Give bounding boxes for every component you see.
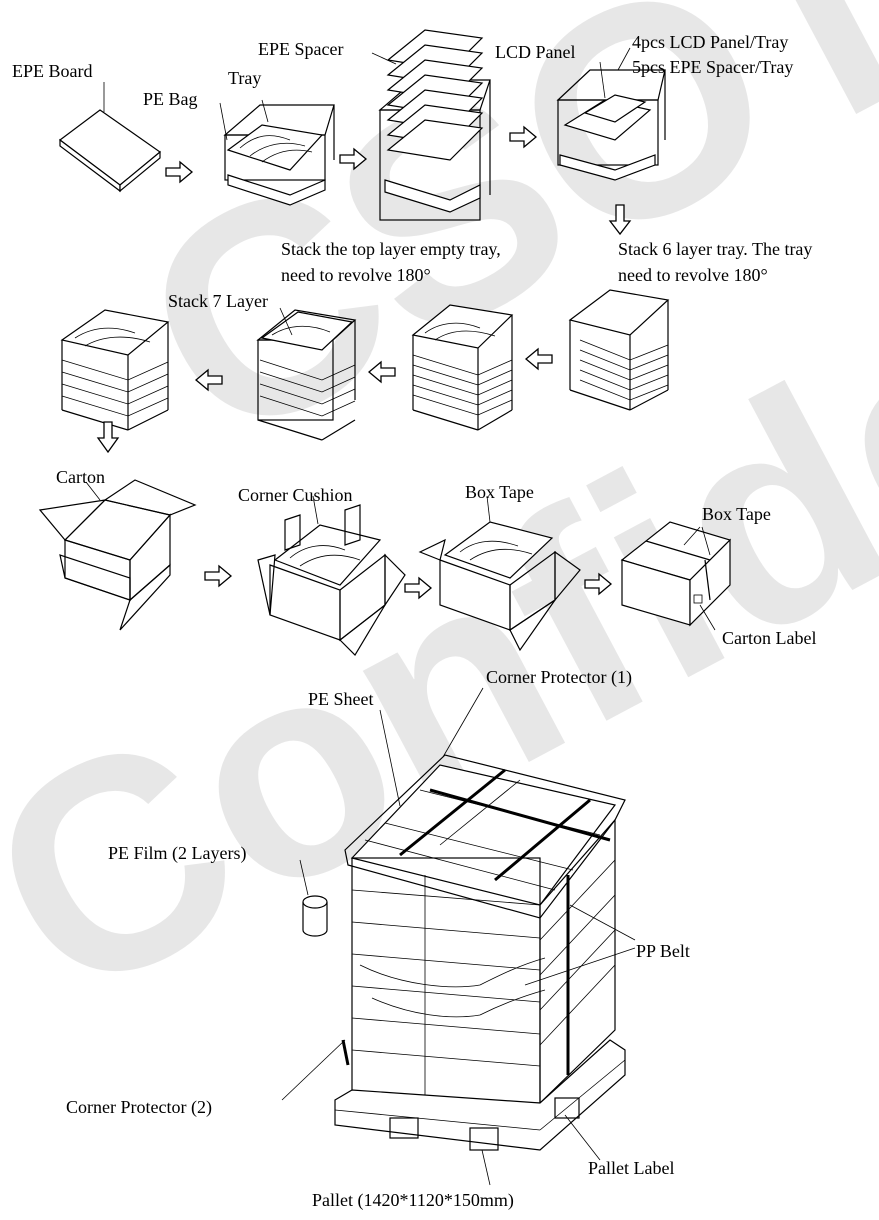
- stack-top-line2: need to revolve 180°: [281, 265, 431, 285]
- box-tape-open-label: Box Tape: [465, 482, 534, 502]
- spacer-per-tray-label: 5pcs EPE Spacer/Tray: [632, 57, 794, 77]
- arrow-left-2: [367, 360, 396, 384]
- pallet-label-leader: [564, 1114, 601, 1161]
- carton-label-text: Carton Label: [722, 628, 817, 648]
- carton-label-leader: [699, 604, 716, 631]
- epe-spacer-stack-drawing: [378, 29, 491, 221]
- carton-corner-cushion-drawing: [257, 504, 406, 656]
- stack-seven-label: Stack 7 Layer: [168, 291, 268, 311]
- pallet-leader: [481, 1149, 491, 1186]
- corner-cushion-label: Corner Cushion: [238, 485, 353, 505]
- epe-board-drawing: [59, 109, 161, 193]
- pe-sheet-label: PE Sheet: [308, 689, 374, 709]
- pe-bag-tray-drawing: [223, 104, 335, 206]
- epe-spacer-label: EPE Spacer: [258, 39, 344, 59]
- carton-leader: [85, 481, 101, 501]
- arrow-right-6: [584, 572, 613, 596]
- stack-seven-layer-drawing: [256, 309, 357, 441]
- arrow-down-2: [96, 421, 120, 454]
- arrow-right-5: [404, 576, 433, 600]
- pp-belt-leader-a: [569, 904, 636, 941]
- tray-label: Tray: [228, 68, 262, 88]
- corner-cushion-leader: [312, 495, 319, 525]
- lcd-panel-label: LCD Panel: [495, 42, 576, 62]
- arrow-right-3: [509, 125, 538, 149]
- corner-protector-1-leader: [442, 687, 484, 758]
- box-tape-closed-label: Box Tape: [702, 504, 771, 524]
- open-carton-drawing: [38, 479, 197, 631]
- pe-film-label: PE Film (2 Layers): [108, 843, 247, 863]
- pallet-assembly-drawing: [302, 754, 626, 1151]
- pp-belt-leader-b: [524, 947, 636, 986]
- panel-count-leader: [617, 47, 631, 71]
- pe-film-leader: [299, 859, 309, 896]
- lcd-panel-tray-drawing: [556, 69, 666, 181]
- epe-board-label: EPE Board: [12, 61, 93, 81]
- box-tape-closed-leader-b: [701, 526, 711, 556]
- arrow-right-1: [165, 160, 194, 184]
- pe-bag-leader: [219, 102, 228, 141]
- six-layer-stack-drawing: [568, 289, 670, 411]
- top-tray-stack-drawing: [411, 304, 514, 431]
- arrow-left-3: [194, 368, 223, 392]
- carton-box-tape-drawing: [418, 521, 581, 652]
- pallet-label: Pallet (1420*1120*150mm): [312, 1190, 514, 1210]
- stack-seven-leader: [279, 307, 293, 336]
- corner-protector-2-leader: [281, 1039, 346, 1101]
- arrow-right-2: [339, 147, 368, 171]
- corner-protector-2-label: Corner Protector (2): [66, 1097, 212, 1117]
- closed-carton-drawing: [620, 521, 732, 627]
- arrow-left-1: [524, 347, 553, 371]
- final-tray-stack-drawing: [60, 309, 170, 431]
- stack-six-line2: need to revolve 180°: [618, 265, 768, 285]
- pe-bag-label: PE Bag: [143, 89, 198, 109]
- carton-label-title: Carton: [56, 467, 105, 487]
- box-tape-open-leader: [486, 495, 491, 523]
- arrow-right-4: [204, 564, 233, 588]
- corner-protector-1-label: Corner Protector (1): [486, 667, 632, 687]
- pp-belt-label: PP Belt: [636, 941, 690, 961]
- stack-six-line1: Stack 6 layer tray. The tray: [618, 239, 813, 259]
- tray-leader: [261, 99, 269, 123]
- epe-spacer-leader: [371, 52, 397, 65]
- lcd-panel-leader: [599, 61, 606, 99]
- pallet-label-text: Pallet Label: [588, 1158, 675, 1178]
- box-tape-closed-leader-a: [683, 526, 701, 546]
- stack-top-line1: Stack the top layer empty tray,: [281, 239, 501, 259]
- panel-per-tray-label: 4pcs LCD Panel/Tray: [632, 32, 789, 52]
- pe-sheet-leader: [379, 709, 401, 807]
- arrow-down-1: [608, 204, 632, 236]
